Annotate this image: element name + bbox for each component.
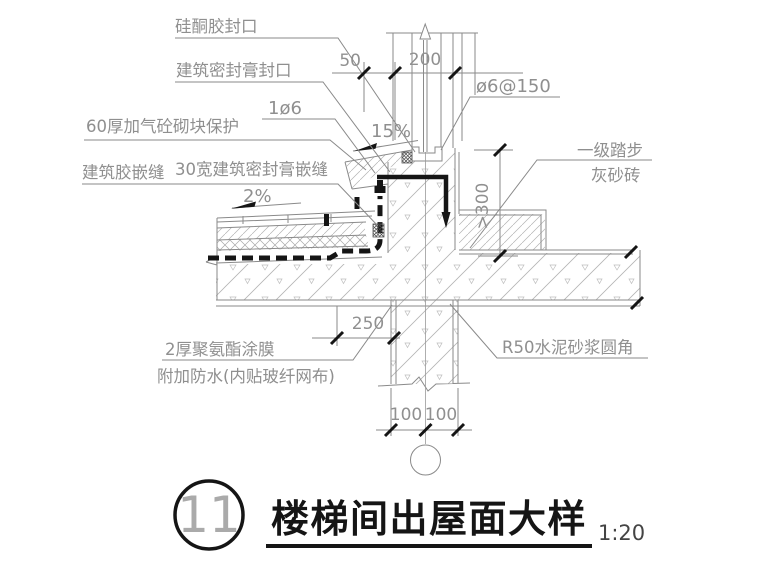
label-step-2: 灰砂砖	[591, 166, 641, 185]
dim-100-right: 100	[425, 405, 457, 425]
rebar-line	[377, 174, 449, 213]
wall-below-hatch	[391, 300, 458, 384]
parapet-wall-hatch	[388, 148, 455, 253]
sealant-bar-coping	[354, 197, 360, 209]
label-step-1: 一级踏步	[577, 141, 643, 160]
label-fillet-note: R50水泥砂浆圆角	[502, 338, 633, 357]
label-sealant-joint: 30宽建筑密封膏嵌缝	[175, 159, 328, 179]
membrane-cap	[374, 186, 386, 193]
label-min-height: >300	[473, 183, 493, 230]
dimension-lines	[312, 62, 523, 436]
label-rebar-single: 1ø6	[268, 98, 302, 119]
glue-joint-square	[372, 223, 385, 238]
frame-sill-channel	[411, 146, 443, 162]
dimension-ticks	[329, 65, 645, 438]
label-coping-slope: 15%	[371, 121, 411, 142]
label-silicone-seal: 硅酮胶封口	[175, 17, 258, 36]
leader-lines	[82, 37, 652, 361]
dim-200: 200	[409, 50, 441, 70]
membrane-line	[208, 196, 383, 261]
roof-slab-hatch	[216, 253, 640, 300]
dim-250: 250	[352, 314, 384, 334]
floor-step-outline	[459, 209, 641, 306]
drawing-title: 楼梯间出屋面大样	[271, 497, 587, 541]
label-pu-membrane-2: 附加防水(内贴玻纤网布)	[157, 367, 335, 386]
axis-bubble	[410, 444, 441, 476]
detail-number-circle	[173, 479, 245, 551]
step-brick-hatch	[459, 214, 545, 250]
label-block-protection: 60厚加气砼砌块保护	[86, 117, 239, 136]
dim-50: 50	[339, 51, 361, 71]
drawing-scale: 1:20	[598, 521, 645, 545]
door-frame-lines	[386, 32, 478, 152]
coping-block-hatch	[346, 150, 412, 189]
sealant-bar-roof	[324, 214, 329, 226]
rebar-arrowhead	[441, 212, 451, 228]
label-sealant-cap: 建筑密封膏封口	[176, 60, 292, 80]
detail-number: 11	[177, 486, 241, 544]
frame-arrow-icon	[419, 22, 432, 40]
label-pu-membrane-1: 2厚聚氨酯涂膜	[165, 340, 275, 359]
roof-slope-arrow-icon	[231, 201, 256, 209]
detail-drawing: 硅酮胶封口 建筑密封膏封口 1ø6 60厚加气砼砌块保护 建筑胶嵌缝 30宽建筑…	[82, 17, 652, 476]
label-glue-joint: 建筑胶嵌缝	[82, 163, 165, 182]
silicone-seal-square	[401, 151, 413, 164]
label-rebar-mesh: ø6@150	[476, 76, 551, 97]
rebar-anchor-dot	[377, 180, 383, 186]
label-roof-slope: 2%	[243, 186, 272, 207]
coping-slope-arrow-icon	[354, 143, 377, 152]
dim-100-left: 100	[390, 405, 422, 425]
title-block: 11 楼梯间出屋面大样 1:20	[173, 479, 645, 551]
